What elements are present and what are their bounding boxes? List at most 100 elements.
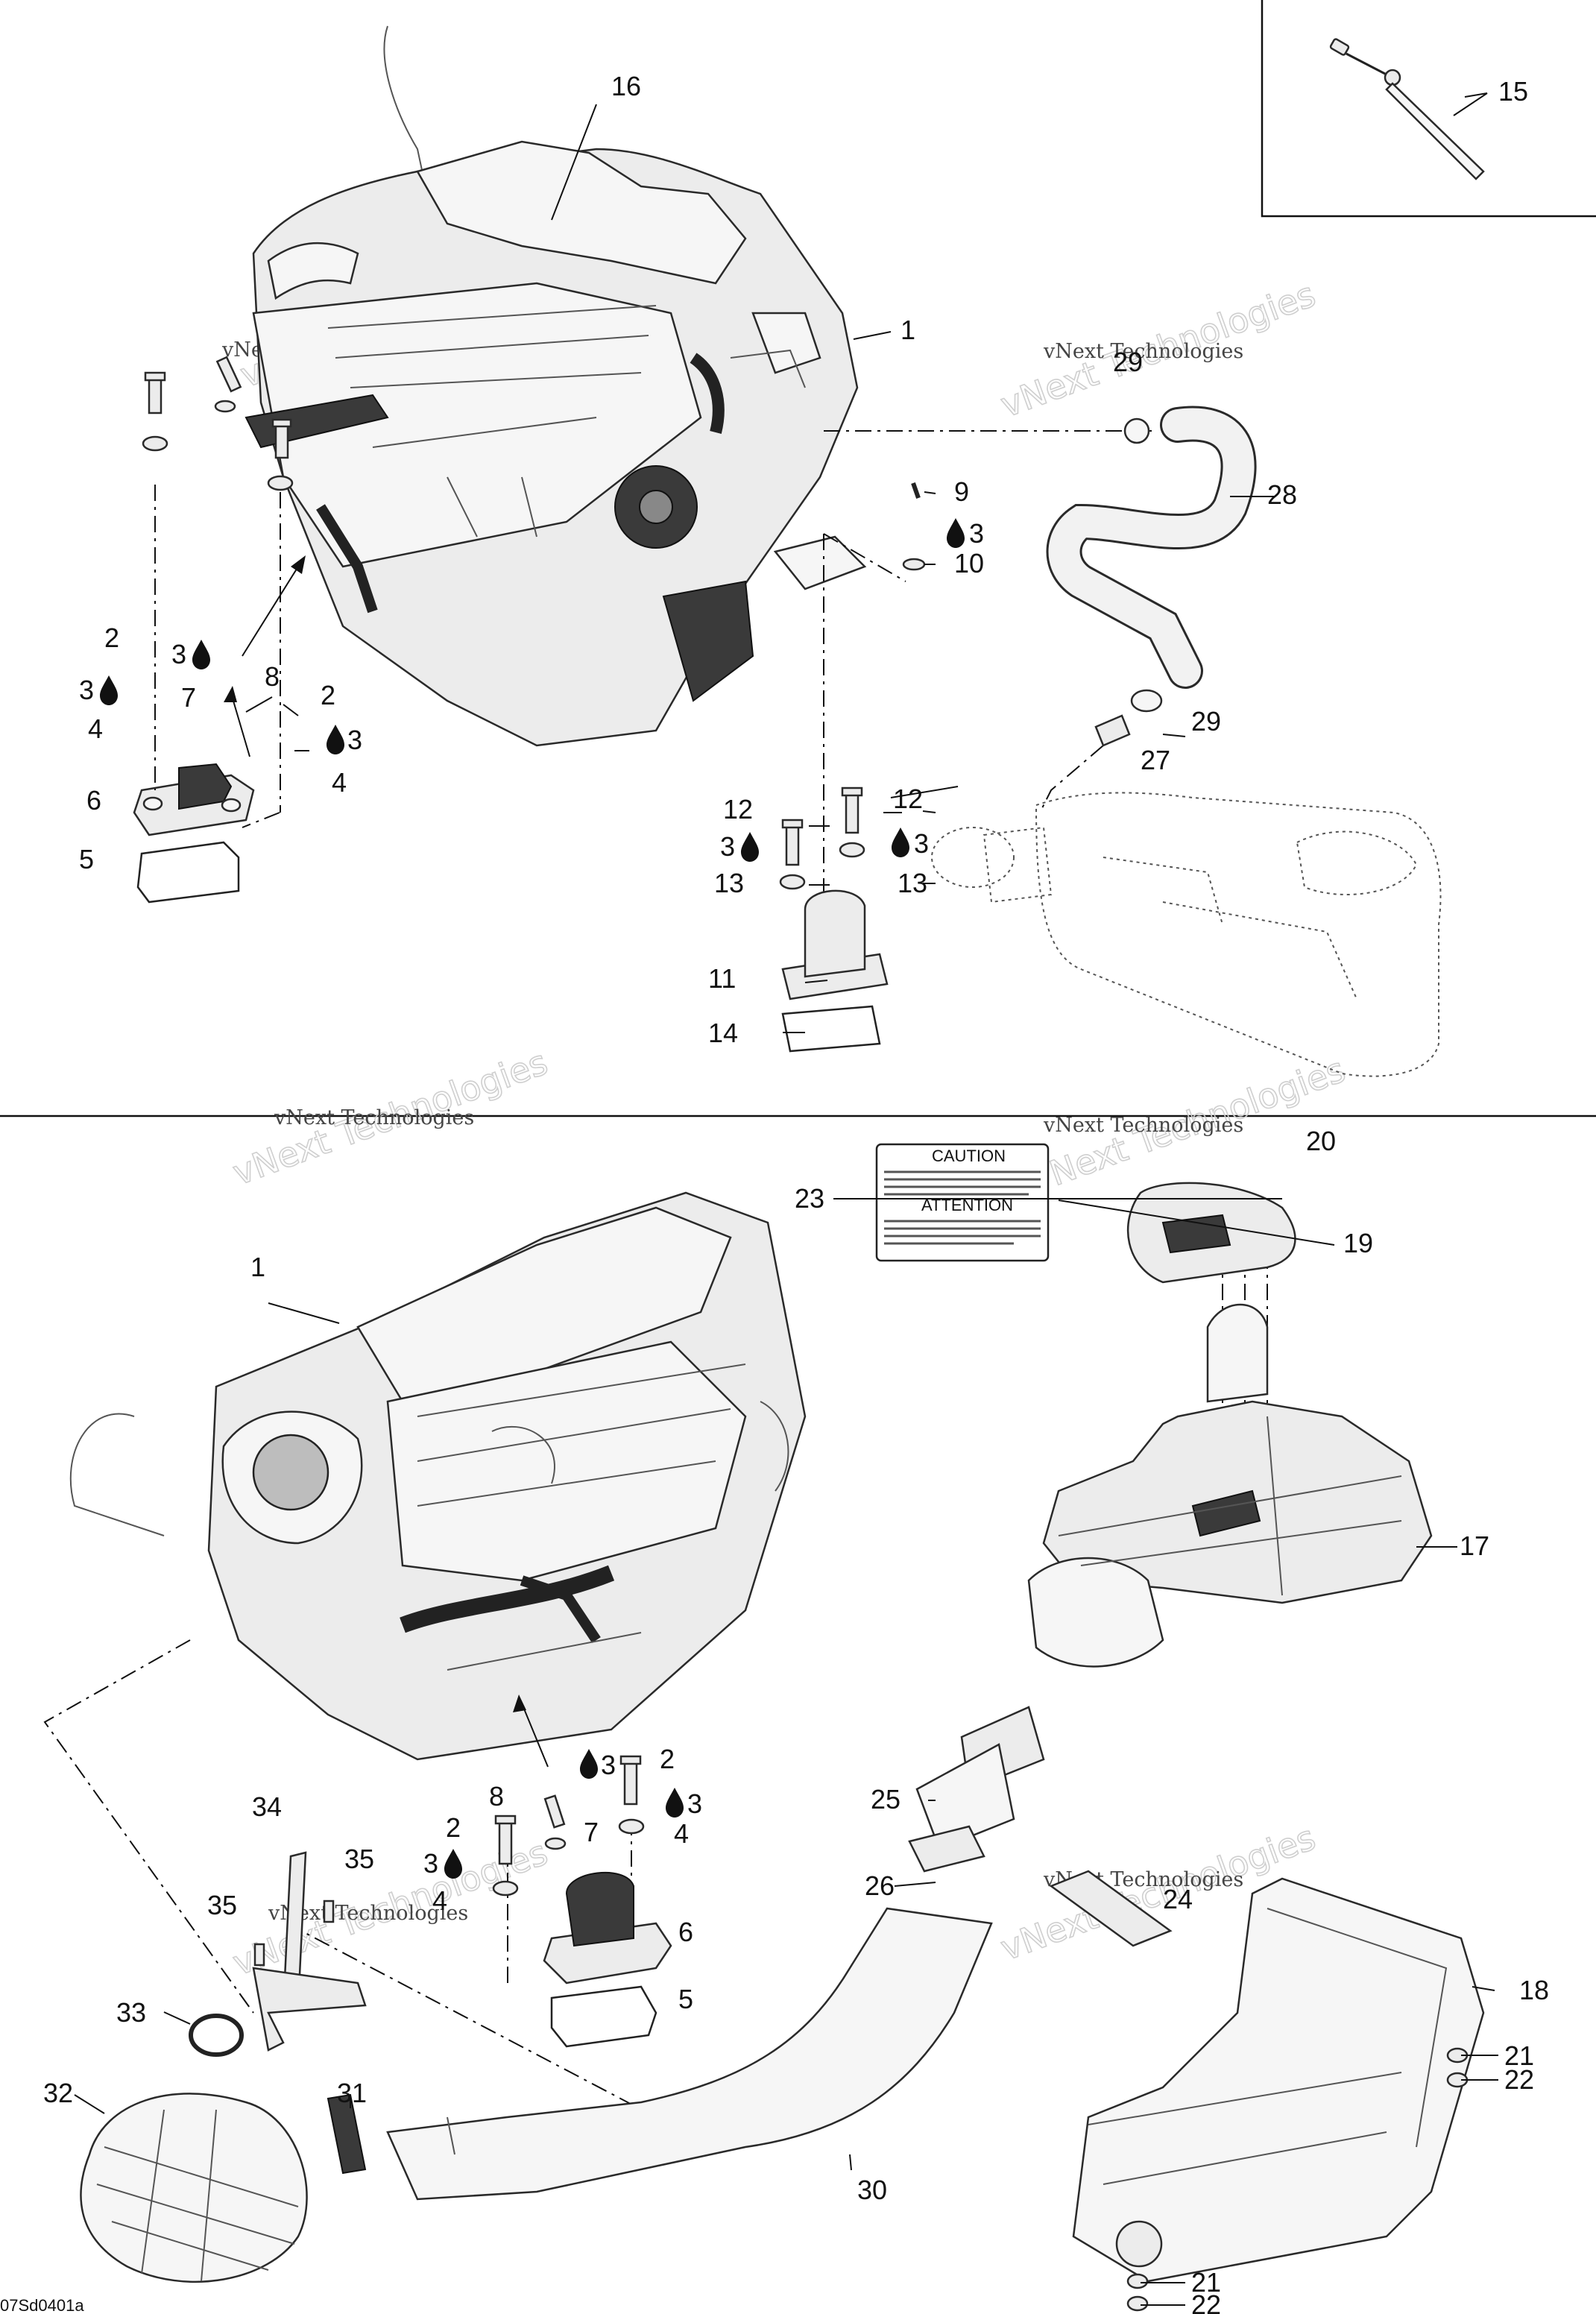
callout-15: 15: [1498, 76, 1528, 107]
callout-4-top-left: 4: [88, 713, 103, 744]
svg-text:3: 3: [687, 1788, 702, 1819]
callout-9: 9: [954, 476, 969, 507]
callout-25: 25: [871, 1784, 900, 1815]
svg-text:3: 3: [423, 1848, 438, 1879]
callout-32: 32: [43, 2078, 73, 2108]
callout-30: 30: [857, 2175, 887, 2205]
callout-13-left: 13: [714, 868, 744, 898]
callout-7-bottom: 7: [584, 1817, 599, 1847]
callout-24: 24: [1163, 1884, 1193, 1914]
arrows: [224, 555, 549, 1768]
airbox-top-dotted: [931, 792, 1442, 1077]
callout-14: 14: [708, 1018, 738, 1048]
callout-3-oil-f: 3: [892, 827, 929, 859]
callout-3-oil-a: 3: [947, 518, 984, 549]
callout-12-left: 12: [723, 794, 753, 825]
callout-3-oil-c: 3: [79, 675, 118, 705]
oil-drop-icon: [741, 832, 759, 862]
callout-26: 26: [865, 1870, 895, 1901]
bracket-assembly: [252, 1851, 367, 2052]
callout-5-top: 5: [79, 844, 94, 874]
leader-lines: [74, 92, 1498, 2306]
callout-31: 31: [337, 2078, 367, 2108]
lower-housing: [1049, 1870, 1485, 2312]
oil-drop-icon: [892, 827, 909, 857]
callout-4-top-mid: 4: [332, 767, 347, 798]
caution-heading: CAUTION: [932, 1147, 1006, 1165]
caution-label-decal: CAUTION ATTENTION: [875, 1143, 1050, 1262]
oil-drop-icon: [666, 1788, 684, 1818]
left-mount-assembly-top: [133, 356, 294, 904]
callout-6-top: 6: [86, 785, 101, 816]
callout-5-bottom: 5: [678, 1984, 693, 2014]
callout-3-oil-h: 3: [666, 1788, 702, 1819]
callout-3-oil-b: 3: [171, 639, 210, 669]
callout-21-upper: 21: [1504, 2040, 1534, 2071]
callout-22-lower: 22: [1191, 2289, 1221, 2314]
airbox-bottom: [1027, 1182, 1433, 1668]
watermark-text-2: vNext Technologies: [1043, 340, 1243, 363]
engine-side-view: [69, 1191, 807, 1761]
callout-13-right: 13: [898, 868, 927, 898]
svg-text:3: 3: [79, 675, 94, 705]
engine-top-view: [245, 25, 867, 747]
svg-text:3: 3: [601, 1750, 616, 1780]
callout-28: 28: [1267, 479, 1297, 510]
vent-hose-assembly: [1046, 406, 1257, 747]
callout-3-oil-d: 3: [327, 725, 362, 755]
callout-16: 16: [611, 71, 641, 101]
callout-6-bottom: 6: [678, 1917, 693, 1947]
callout-29-bottom: 29: [1191, 706, 1221, 737]
oil-drop-icon: [947, 518, 965, 548]
svg-text:3: 3: [720, 831, 735, 862]
callout-2-top-mid: 2: [321, 680, 335, 710]
callout-34: 34: [252, 1791, 282, 1822]
intake-duct-assembly: [80, 1706, 1045, 2283]
callout-labels: 16 15 1 29 28 9 3 10 2 3 8 3 7 2 4 3 4 6…: [43, 71, 1549, 2314]
mount-assembly-bottom: [492, 1755, 672, 2048]
top-guide-lines: [242, 430, 1152, 902]
callout-8-top: 8: [265, 661, 280, 692]
callout-27: 27: [1141, 745, 1170, 775]
callout-10: 10: [954, 548, 984, 578]
frame-lines: [0, 0, 1596, 1117]
callout-29-top: 29: [1113, 347, 1143, 377]
callout-21-lower: 21: [1191, 2267, 1221, 2298]
svg-text:3: 3: [914, 828, 929, 859]
drawing-code: 07Sd0401a: [0, 2296, 84, 2314]
callout-1-bottom: 1: [250, 1252, 265, 1282]
callout-23: 23: [795, 1183, 824, 1214]
oil-drop-icon: [192, 640, 210, 669]
callout-8-bottom: 8: [489, 1781, 504, 1812]
callout-35-lower: 35: [207, 1890, 237, 1920]
callout-7-top: 7: [181, 682, 196, 713]
callout-18: 18: [1519, 1975, 1549, 2005]
callout-35-upper: 35: [344, 1844, 374, 1874]
callout-17: 17: [1460, 1530, 1489, 1561]
oil-drop-icon: [100, 675, 118, 705]
callout-4-bottom-right: 4: [674, 1818, 689, 1849]
callout-2-bottom-right: 2: [660, 1744, 675, 1774]
callout-1-top: 1: [900, 315, 915, 345]
callout-4-bottom-left: 4: [432, 1885, 447, 1916]
callout-2-top-left: 2: [104, 622, 119, 653]
dipstick-part: [1329, 38, 1485, 180]
callout-22-upper: 22: [1504, 2064, 1534, 2095]
callout-2-bottom-left: 2: [446, 1812, 461, 1843]
center-mount-assembly-top: [779, 482, 926, 1053]
callout-3-oil-e: 3: [720, 831, 759, 862]
svg-text:3: 3: [969, 518, 984, 549]
inset-frame: [1261, 0, 1596, 218]
callout-20: 20: [1306, 1126, 1336, 1156]
watermark-text-4: vNext Technologies: [1043, 1114, 1243, 1137]
svg-text:3: 3: [171, 639, 186, 669]
watermark-text-3: vNext Technologies: [274, 1106, 474, 1129]
callout-11: 11: [708, 963, 736, 994]
callout-12-right: 12: [893, 784, 923, 814]
callout-33: 33: [116, 1997, 146, 2028]
callout-19: 19: [1343, 1228, 1373, 1258]
callout-3-oil-g: 3: [580, 1749, 616, 1780]
oil-drop-icon: [444, 1849, 462, 1879]
callout-3-oil-i: 3: [423, 1848, 462, 1879]
